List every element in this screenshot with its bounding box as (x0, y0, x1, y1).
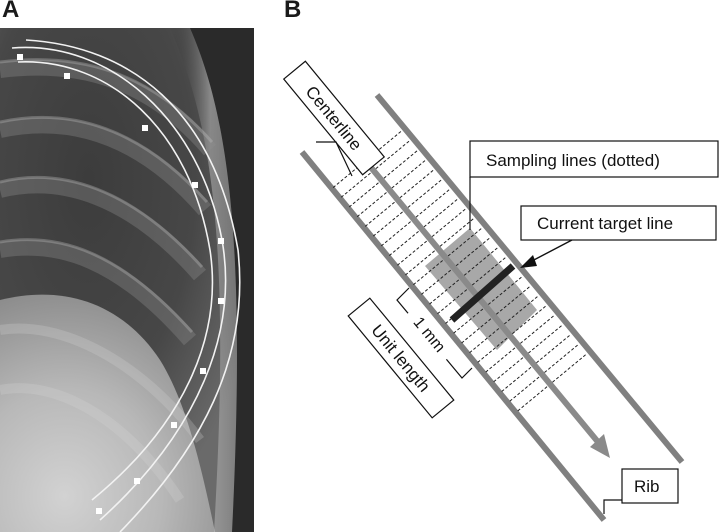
sampling-line (493, 325, 562, 383)
chest-xray-image (0, 28, 254, 532)
sampling-line (397, 208, 466, 266)
sampling-line (364, 170, 434, 227)
mm-label: 1 mm (410, 314, 449, 356)
rib-label: Rib (634, 477, 660, 496)
sampling-line (477, 305, 546, 363)
sampling-lines (332, 131, 586, 412)
rib-pointer (603, 499, 622, 514)
centerline-label-box: Centerline (282, 60, 386, 176)
mm-label-group: 1 mm (401, 303, 459, 365)
panel-b-label: B (284, 0, 302, 23)
sampling-line (340, 140, 410, 198)
sampling-line (421, 237, 490, 295)
sampling-line (461, 286, 530, 344)
unit-length-bracket (396, 287, 473, 379)
sampling-line (437, 257, 506, 315)
current-target-line (449, 263, 516, 323)
centerline-pointer (316, 141, 353, 177)
sampling-line (348, 150, 418, 208)
sampling-line (445, 267, 514, 324)
sampling-line (372, 179, 442, 237)
centerline-arrowhead (590, 434, 610, 458)
sampling-region (425, 228, 537, 350)
target-pointer-arrowhead (520, 255, 537, 268)
sampling-line (429, 247, 498, 305)
sampling-label-box (469, 140, 719, 178)
unit-length-label: Unit length (367, 321, 433, 396)
sampling-line (332, 131, 402, 188)
panel-a-label: A (2, 0, 20, 23)
sampling-line (485, 315, 554, 373)
target-pointer (529, 239, 573, 263)
sampling-line (388, 199, 458, 256)
sampling-line (501, 335, 570, 392)
target-label: Current target line (537, 214, 673, 233)
sampling-line (469, 296, 538, 354)
sampling-line (517, 354, 586, 412)
sampling-label: Sampling lines (dotted) (486, 151, 660, 170)
sampling-line (356, 160, 426, 218)
rib-label-box (621, 468, 679, 504)
rib-upper-border (374, 93, 685, 464)
target-label-box (520, 205, 717, 241)
sampling-line (453, 276, 522, 334)
centerline-arrow (337, 128, 601, 444)
centerline-label: Centerline (302, 82, 366, 154)
sampling-line (509, 344, 578, 402)
sampling-line (413, 228, 482, 286)
sampling-line (380, 189, 450, 247)
rib-lower-border (299, 150, 607, 522)
sampling-line (405, 218, 474, 276)
unit-length-label-box: Unit length (347, 297, 455, 419)
